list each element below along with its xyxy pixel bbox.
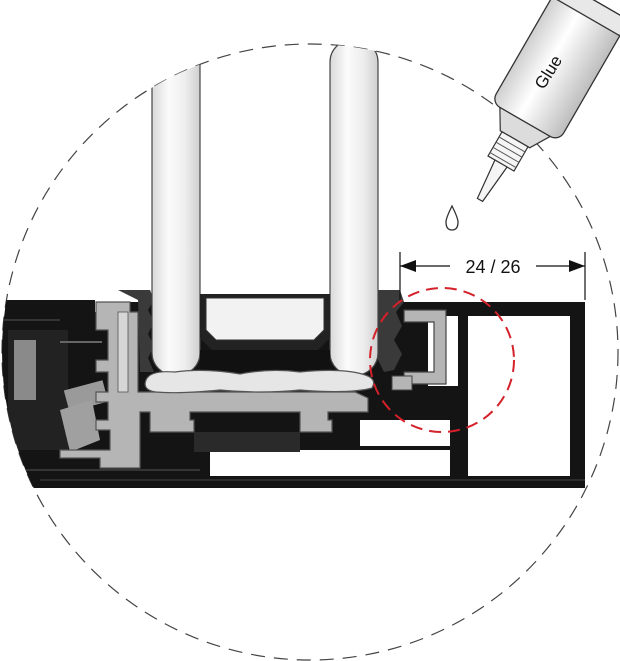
glazing-bead (403, 309, 447, 385)
glass-spacer-inner (205, 297, 325, 341)
glue-detail-circle (369, 287, 515, 433)
glazing-bead-foot (391, 375, 413, 391)
gray-sash-profile (59, 301, 369, 469)
glue-bead (144, 369, 375, 394)
glue-bottle-icon (476, 0, 620, 203)
dimension-indicator (399, 252, 586, 300)
glass-pane-left (151, 44, 201, 376)
glass-pane-right (329, 44, 379, 376)
dimension-label: 24 / 26 (465, 257, 520, 277)
frame-chamber-right (468, 316, 570, 476)
hinge-part (63, 380, 109, 412)
profile-assembly (2, 44, 585, 488)
hinge-part (60, 400, 100, 452)
sash-profile-slot (117, 311, 129, 393)
frame-chamber-mid (360, 420, 450, 446)
glue-drop-icon (445, 204, 459, 231)
right-gasket (378, 290, 404, 372)
frame-chamber-lower (210, 450, 450, 476)
lower-profile-chamber (194, 432, 300, 452)
hinge-part (14, 340, 36, 400)
left-gasket (118, 290, 154, 372)
